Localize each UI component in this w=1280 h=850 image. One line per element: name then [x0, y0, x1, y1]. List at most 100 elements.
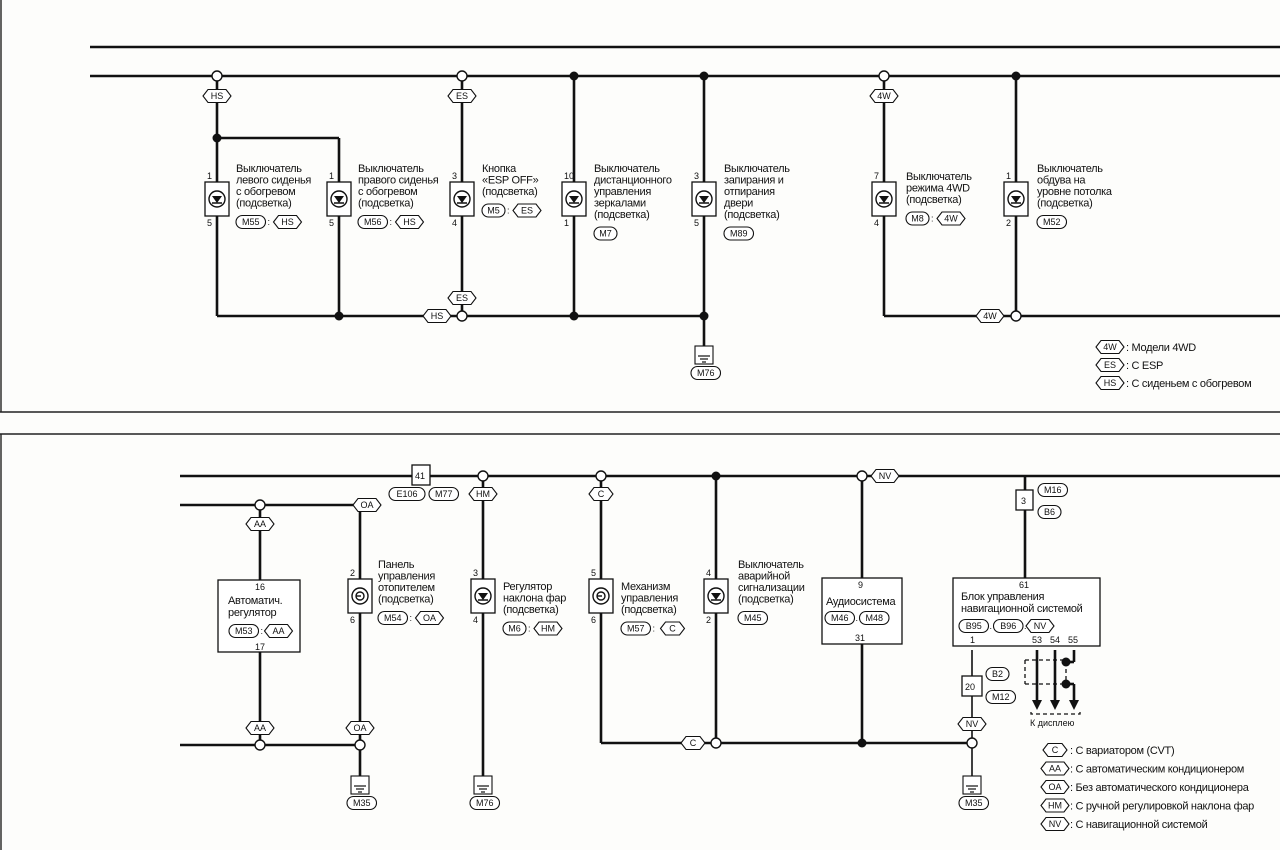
legend-text: : Без автоматического кондиционера — [1070, 782, 1250, 794]
option-tag: HS — [394, 214, 425, 230]
connector-label-shape — [905, 211, 930, 226]
pin-number: 4 — [874, 218, 879, 228]
pin-number: 17 — [255, 642, 265, 652]
connector-label-shape — [958, 618, 990, 634]
option-tag-shape — [352, 497, 382, 513]
option-tag-text: HS — [1104, 378, 1117, 388]
connector-label-text: B96 — [1000, 621, 1016, 631]
junction-box — [411, 464, 431, 486]
connector-label-shape — [1037, 504, 1062, 520]
connector-label-text: M46 — [831, 613, 849, 623]
connector-label-shape — [1037, 482, 1069, 498]
option-tag-text: NV — [1049, 819, 1062, 829]
option-tag-shape — [1040, 816, 1070, 832]
component-label: «ESP OFF» — [482, 175, 539, 187]
component-label: Выключатель — [594, 163, 660, 175]
connector-label-shape — [228, 623, 260, 639]
splice-node — [711, 471, 721, 481]
option-tag-shape — [870, 468, 900, 484]
pin-number: 4 — [452, 218, 457, 228]
pin-number: 1 — [329, 171, 334, 181]
connector-label-shape — [858, 610, 890, 626]
option-tag-text: HS — [403, 217, 416, 227]
option-tag: HS — [272, 214, 303, 230]
option-tag-text: ES — [456, 91, 468, 101]
connector-label-text: B6 — [1044, 507, 1055, 517]
option-tag-text: ES — [1104, 360, 1116, 370]
optional-node — [966, 737, 978, 749]
option-tag: OA — [414, 610, 445, 626]
separator: : — [390, 217, 393, 227]
option-tag-text: HS — [431, 311, 444, 321]
connector-label: M53 — [228, 623, 260, 639]
arrow-to-display — [1069, 700, 1079, 710]
connector-label-text: M53 — [235, 626, 253, 636]
legend-text: : Модели 4WD — [1126, 342, 1196, 354]
legend-text: : С ручной регулировкой наклона фар — [1070, 801, 1254, 813]
pin-number: 6 — [350, 615, 355, 625]
connector-label-text: M6 — [508, 624, 521, 634]
junction-box — [1015, 489, 1034, 511]
option-tag-text: NV — [966, 719, 979, 729]
connector-label: M7 — [593, 226, 618, 241]
option-tag-text: 4W — [944, 214, 958, 224]
component-label: левого сиденья — [236, 175, 311, 187]
connector-label-text: M48 — [865, 613, 883, 623]
optional-node — [710, 737, 722, 749]
option-tag-shape — [1040, 798, 1070, 813]
connector-label: M54 — [377, 610, 409, 626]
connector-label-text: M35 — [965, 798, 983, 808]
splice-node — [569, 71, 579, 81]
connector-label: M48 — [858, 610, 890, 626]
connector-label-text: M76 — [697, 368, 715, 378]
pin-number: 31 — [855, 633, 865, 643]
option-tag-shape — [414, 610, 445, 626]
component-label: (подсветка) — [378, 594, 433, 606]
option-tag-shape — [263, 623, 294, 639]
pin-number: 53 — [1032, 635, 1042, 645]
junction-pin: 41 — [415, 471, 425, 481]
option-tag: ES — [447, 88, 477, 104]
connector-label-shape — [346, 795, 378, 811]
component-label: зеркалами — [594, 198, 646, 210]
pin-number: 55 — [1068, 635, 1078, 645]
option-tag-shape — [245, 720, 275, 736]
option-tag: HS — [202, 88, 232, 104]
option-tag-text: C — [690, 738, 697, 748]
connector-label: M77 — [428, 486, 460, 502]
option-tag-shape — [202, 88, 232, 104]
optional-node — [354, 739, 366, 751]
connector-label-text: B2 — [992, 669, 1003, 679]
splice-node — [212, 133, 222, 143]
option-tag-shape — [869, 88, 899, 104]
connector-label-text: M5 — [487, 206, 500, 216]
component-label: (подсветка) — [906, 194, 961, 206]
connector-label-text: M12 — [992, 692, 1010, 702]
component-label: управления — [621, 593, 678, 605]
connector-label: M89 — [723, 226, 755, 241]
component-label: Панель — [378, 559, 415, 571]
connector-label-shape — [502, 621, 527, 636]
option-tag-text: OA — [360, 500, 373, 510]
component-label: Выключатель — [738, 559, 804, 571]
optional-node — [856, 470, 868, 482]
pin-number: 61 — [1019, 580, 1029, 590]
connector-label-shape — [481, 203, 506, 218]
option-tag-shape — [245, 516, 275, 532]
pin-number: 2 — [1006, 218, 1011, 228]
arrow-to-display — [1032, 700, 1042, 710]
connector-label-text: M35 — [353, 798, 371, 808]
option-tag: AA — [245, 720, 275, 736]
pin-number: 7 — [874, 171, 879, 181]
option-tag: C — [588, 486, 614, 502]
separator: : — [410, 613, 413, 623]
connector-label: M45 — [737, 610, 769, 626]
separator: : — [268, 217, 271, 227]
option-tag-shape — [394, 214, 425, 230]
connector-label-shape — [737, 610, 769, 626]
connector-label-shape — [985, 666, 1010, 682]
option-tag-text: HM — [476, 489, 490, 499]
junction-box — [961, 675, 983, 697]
connector-label-shape — [690, 365, 722, 381]
connector-label: M52 — [1036, 214, 1068, 230]
